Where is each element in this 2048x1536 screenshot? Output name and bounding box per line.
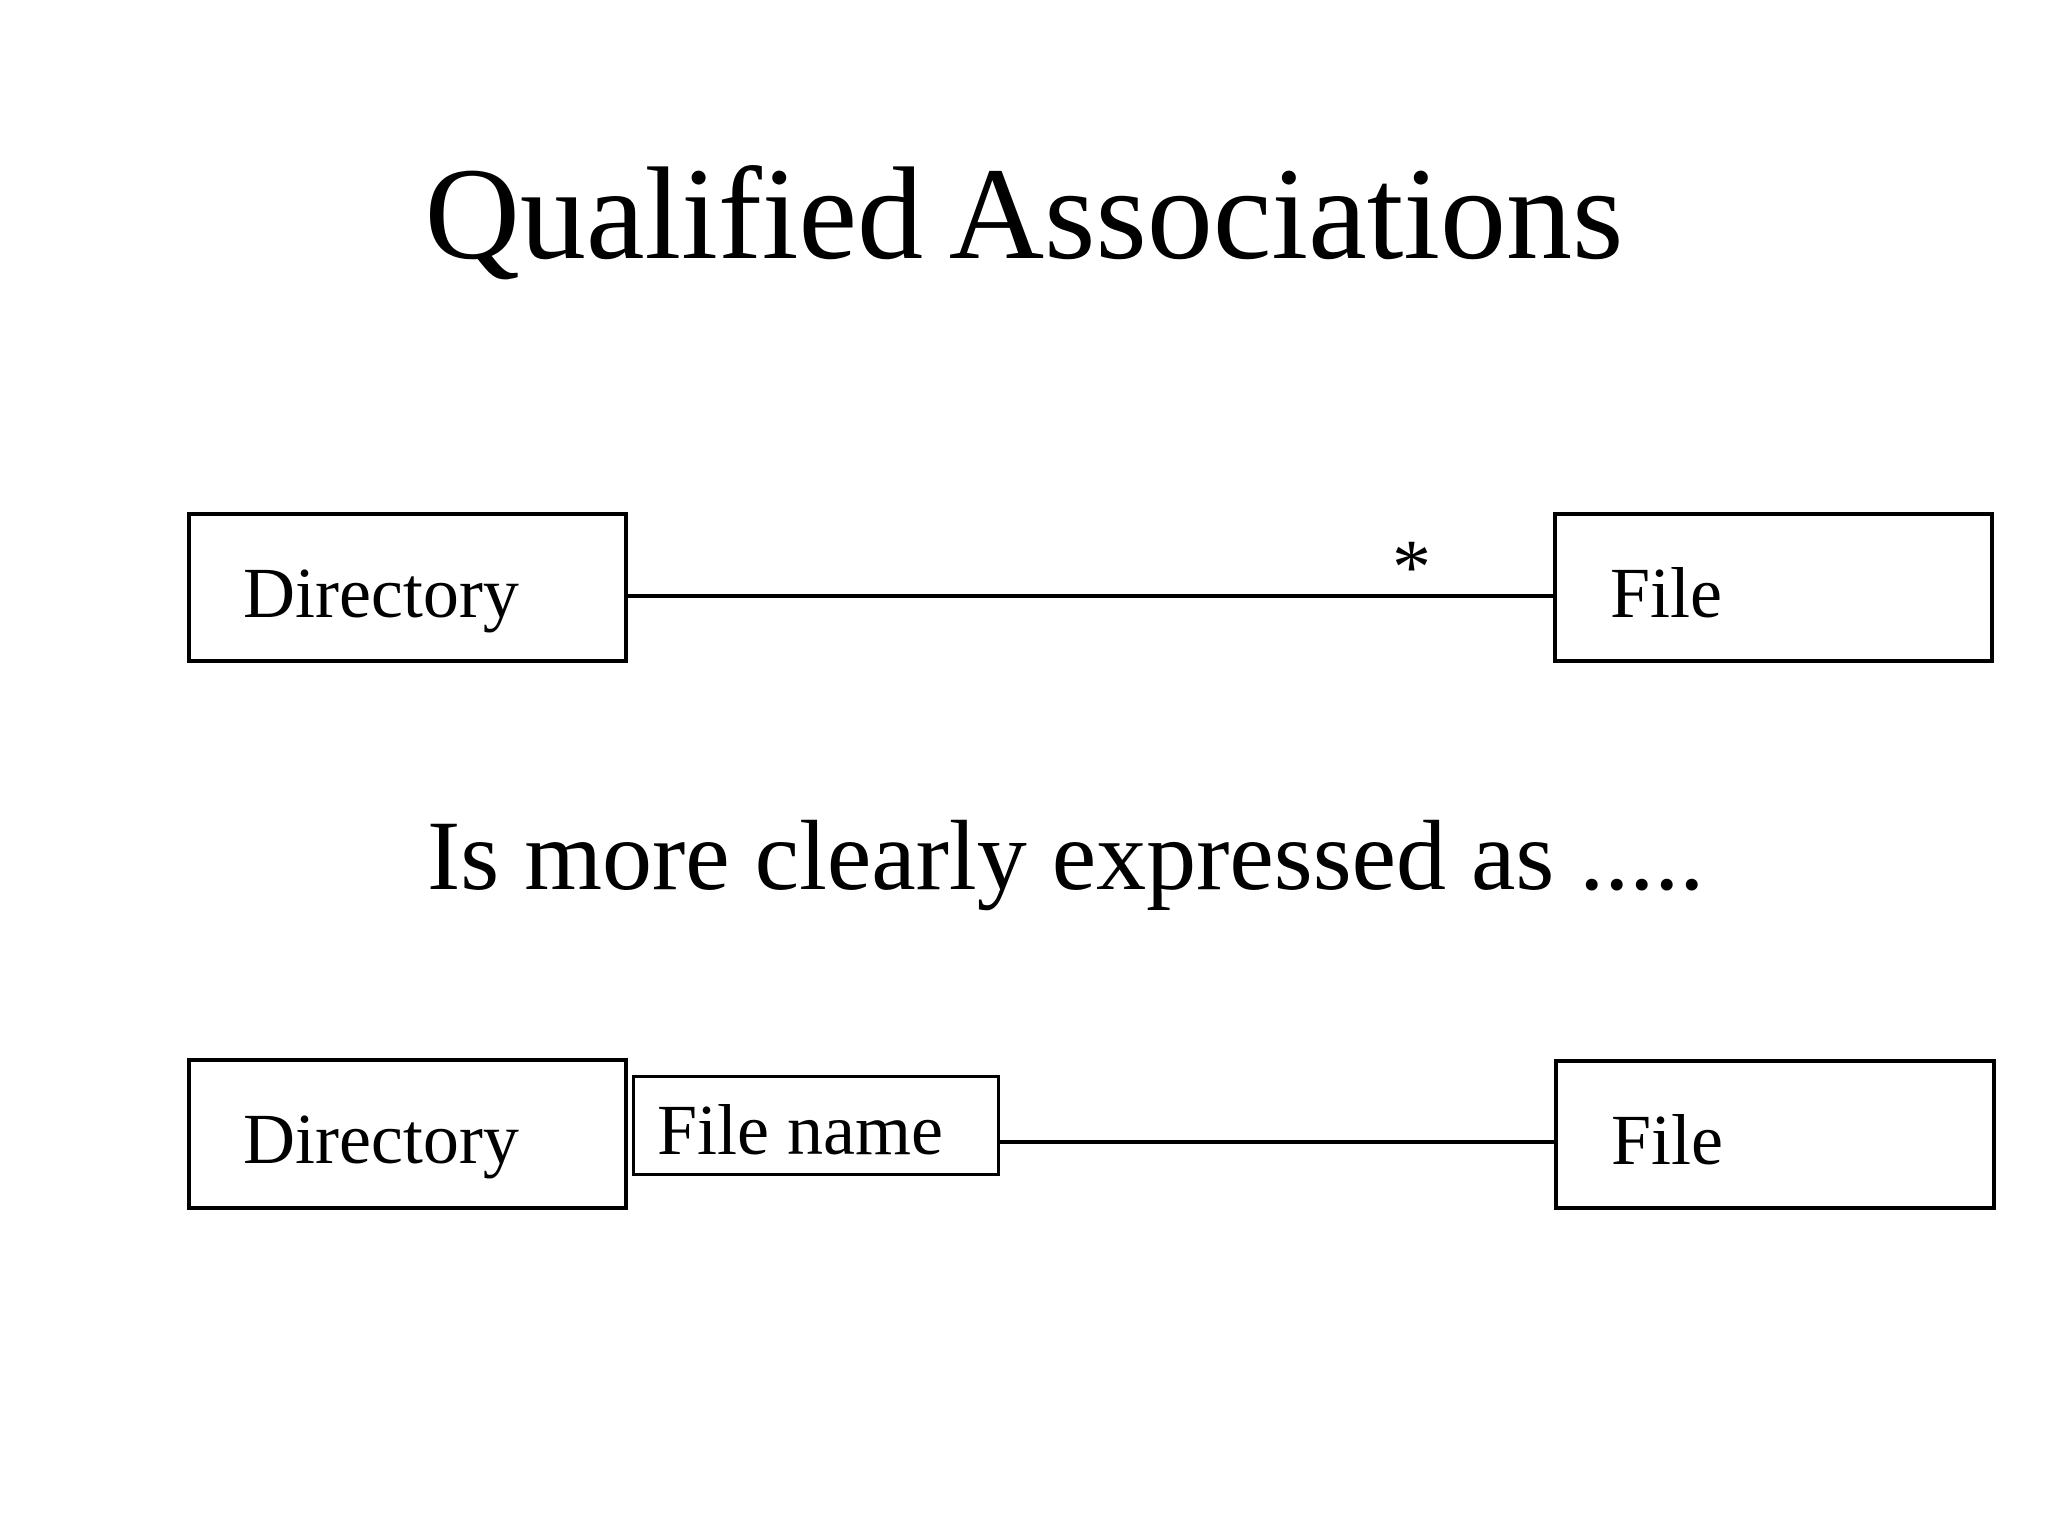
page-title: Qualified Associations [424, 140, 1624, 287]
class-box-file-bottom: File [1554, 1059, 1996, 1210]
class-label-directory-top: Directory [243, 552, 519, 633]
qualifier-box-file-name: File name [632, 1075, 1000, 1176]
association-line-top [627, 594, 1553, 598]
association-line-bottom [1000, 1140, 1554, 1144]
class-label-directory-bottom: Directory [243, 1099, 519, 1179]
class-box-directory-bottom: Directory [187, 1058, 628, 1210]
multiplicity-star: * [1392, 523, 1431, 610]
class-box-directory-top: Directory [187, 512, 628, 663]
qualifier-label-file-name: File name [657, 1089, 943, 1170]
class-label-file-top: File [1610, 552, 1723, 633]
caption-text: Is more clearly expressed as ..... [427, 800, 1705, 911]
class-box-file-top: File [1553, 512, 1994, 663]
class-label-file-bottom: File [1611, 1099, 1724, 1180]
